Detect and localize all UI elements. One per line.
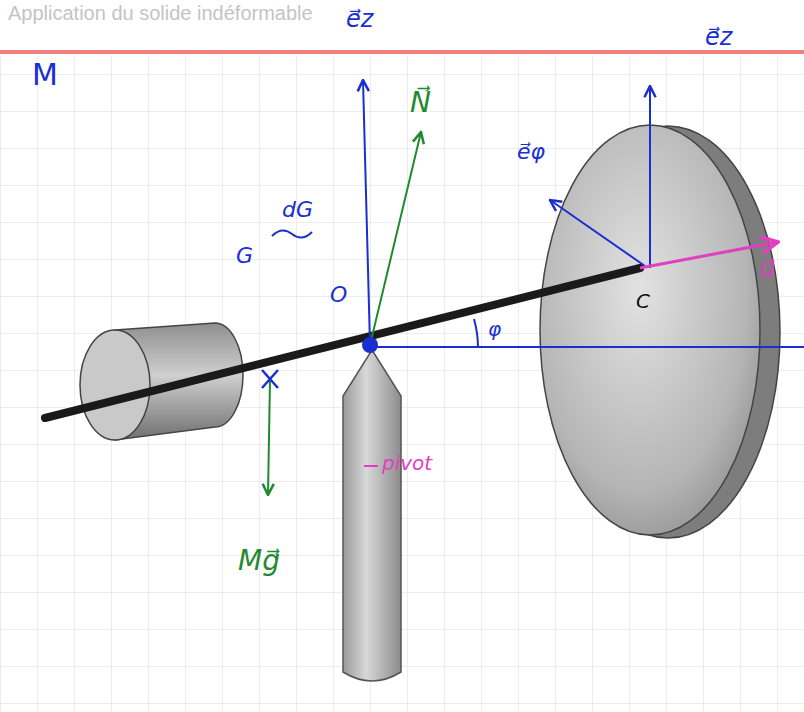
diagram-label: e⃗z (346, 6, 373, 32)
diagram-label: u⃗ (760, 256, 775, 282)
horizontal-line (370, 346, 804, 348)
ez-vector (363, 80, 370, 345)
weight-vector (268, 380, 270, 495)
diagram-label: Mg⃗ (238, 546, 280, 577)
g-mark (262, 370, 278, 388)
reaction-vector (370, 132, 421, 345)
pivot-dash (364, 465, 378, 467)
pivot-post (343, 350, 401, 681)
diagram-label: M (32, 58, 58, 91)
page-title: Application du solide indéformable (8, 2, 313, 25)
diagram-label: N⃗ (410, 88, 431, 119)
diagram-label: pivot (382, 452, 432, 474)
ez-vector (649, 86, 651, 268)
shaft (45, 268, 640, 418)
u-vector (640, 242, 778, 268)
diagram-label: e⃗φ (517, 140, 545, 164)
diagram-label: C (636, 290, 650, 312)
grid-paper (0, 55, 804, 712)
pivot-point (362, 337, 378, 353)
diagram-label: O (330, 283, 347, 307)
angle-arc (474, 319, 478, 347)
diagram-label: φ (488, 318, 501, 340)
ephi-vector (550, 200, 645, 266)
diagram-label: dG (282, 198, 313, 222)
header-rule (0, 50, 804, 54)
counterweight-face (80, 330, 150, 440)
distance-tilde (272, 230, 312, 237)
diagram-label: G (236, 244, 253, 268)
diagram-label: e⃗z (705, 24, 732, 50)
